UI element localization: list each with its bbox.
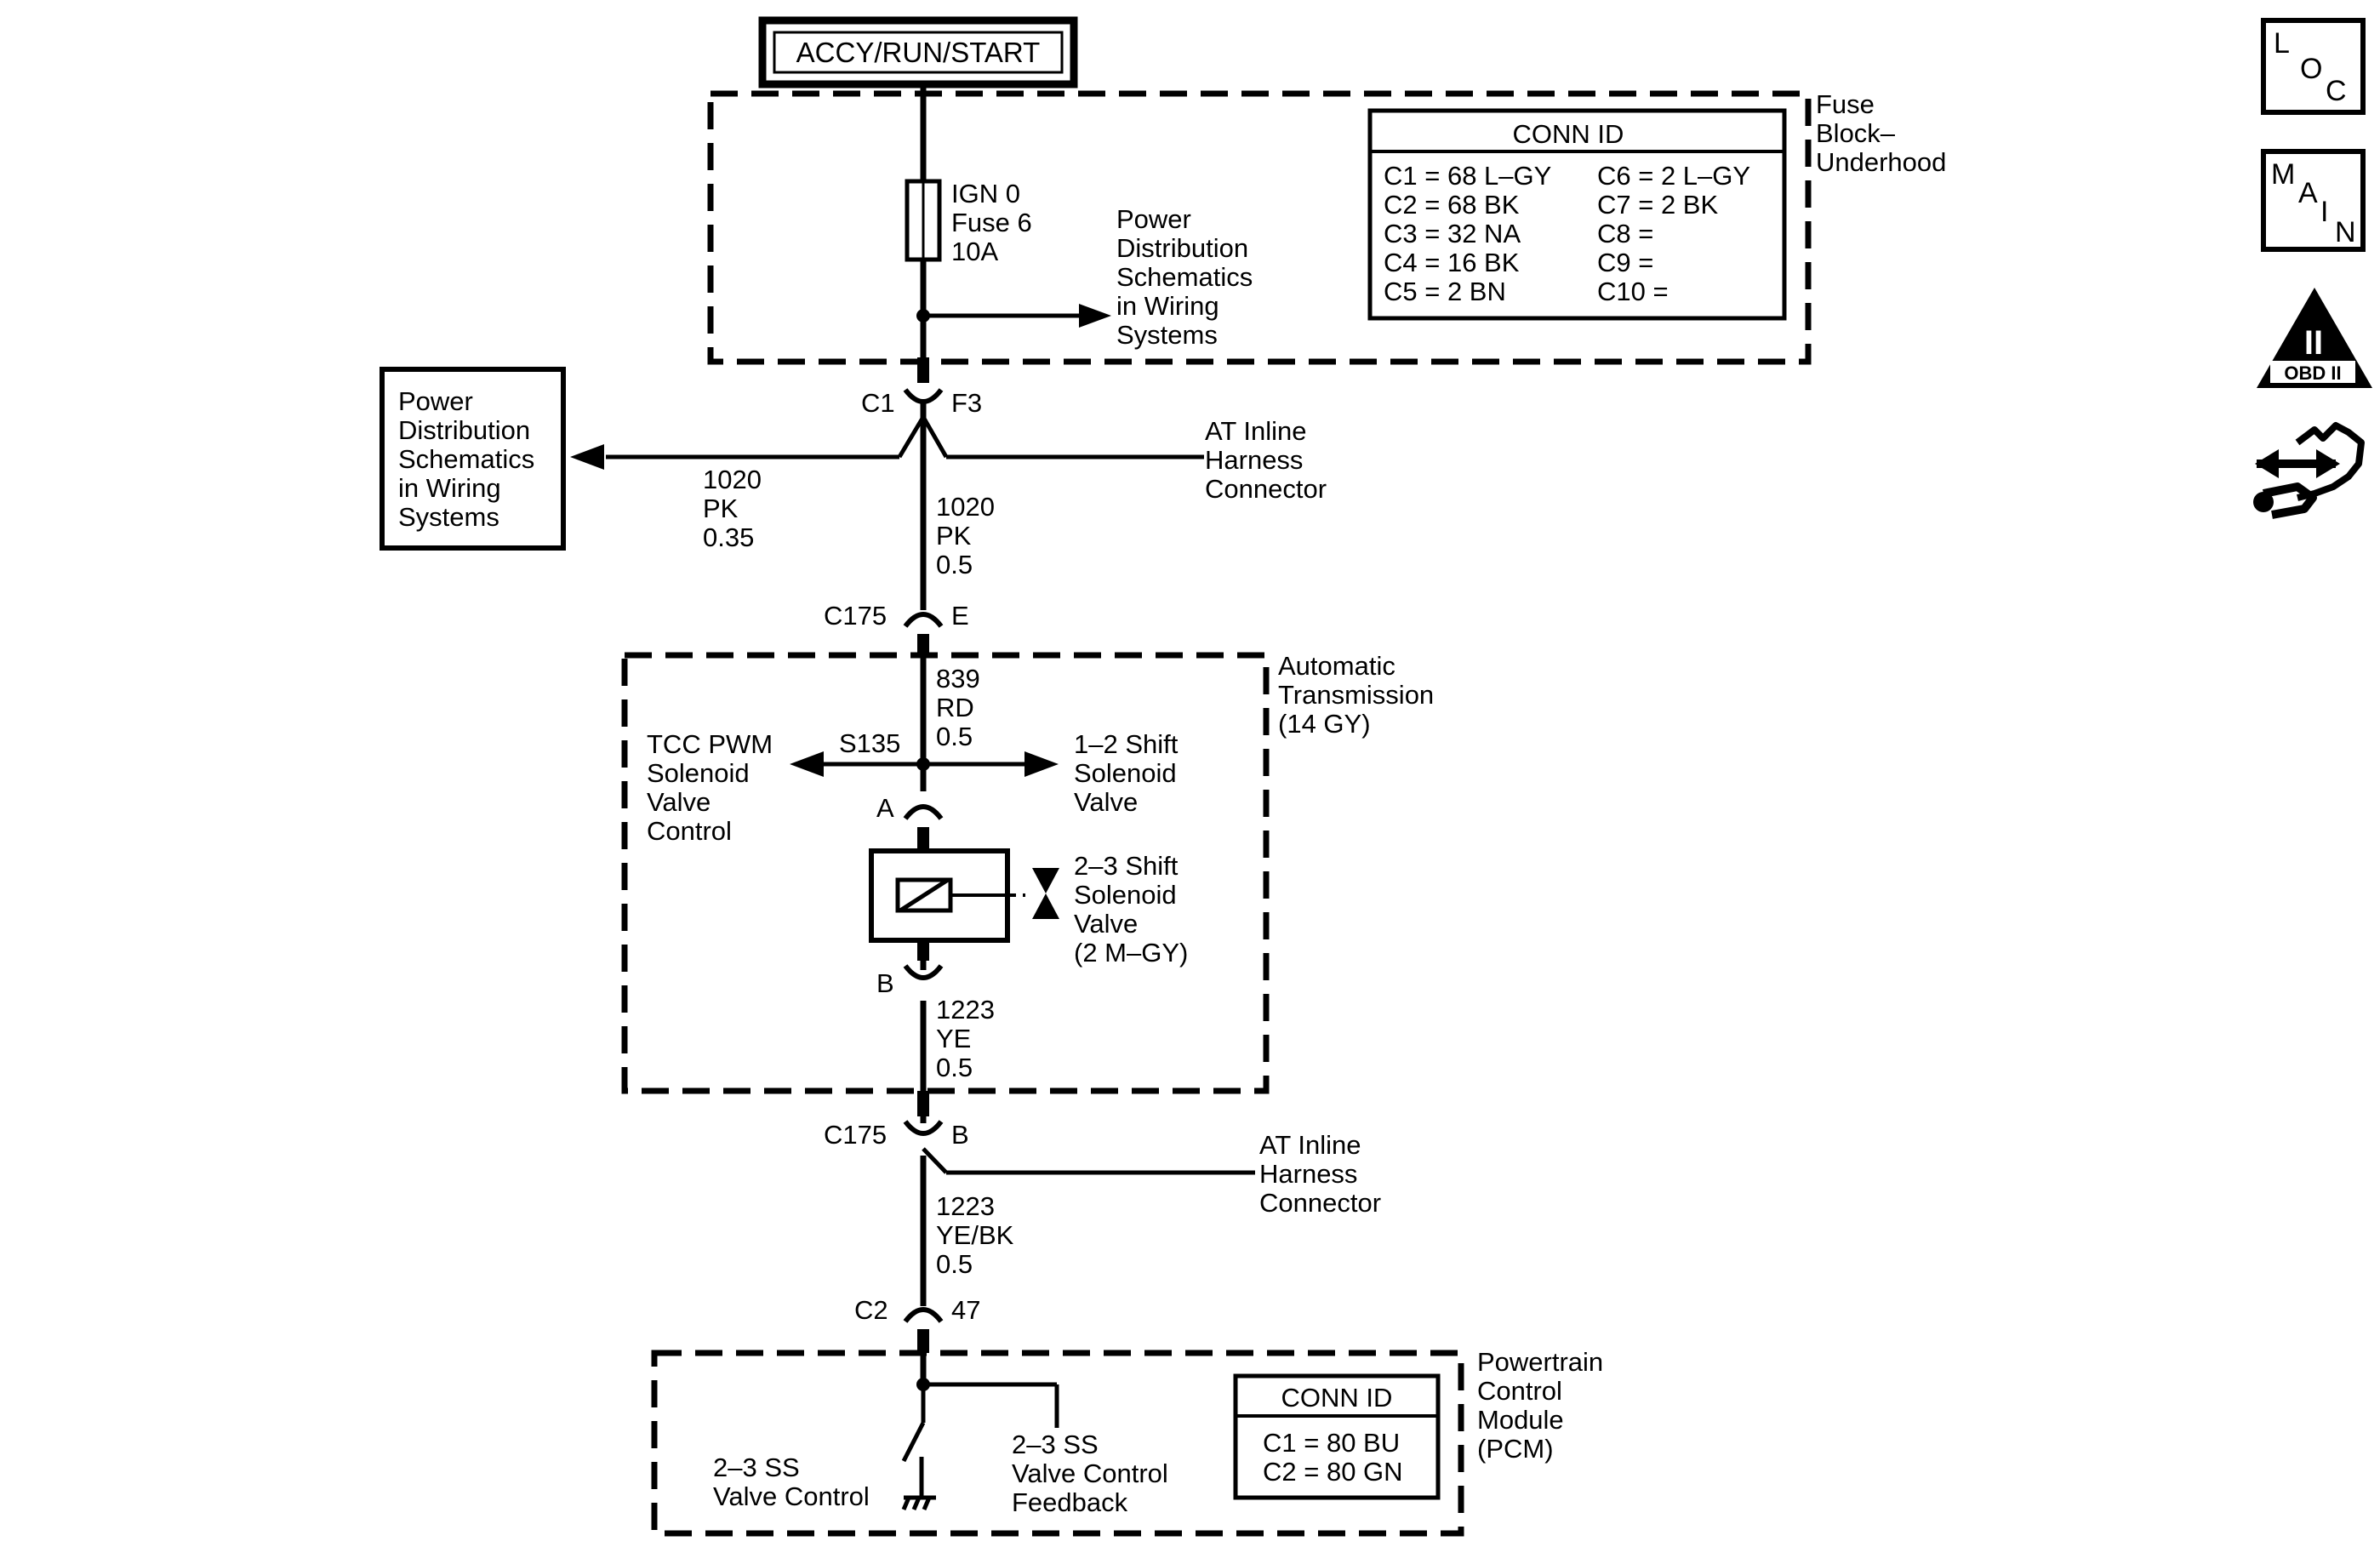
svg-text:C1 = 80 BU C2 = 80 GN: C1 = 80 BU C2 = 80 GN <box>1263 1428 1407 1487</box>
svg-text:O: O <box>2300 53 2322 85</box>
main-icon[interactable]: M A I N <box>2261 149 2366 252</box>
inline-harness-top-label: AT Inline Harness Connector <box>1205 416 1327 504</box>
svg-text:N: N <box>2335 216 2356 248</box>
pcm-conn-id-table: CONN ID C1 = 80 BU C2 = 80 GN <box>1233 1373 1441 1500</box>
svg-text:L: L <box>2274 27 2290 60</box>
e-label: E <box>951 601 969 631</box>
connector-c175-b <box>903 1091 1255 1175</box>
shift23-solenoid <box>869 848 1025 943</box>
power-source-box: ACCY/RUN/START <box>758 16 1078 88</box>
inline-harness-bottom-label: AT Inline Harness Connector <box>1259 1130 1381 1218</box>
pcm-internal-circuit <box>901 1378 1059 1496</box>
terminal-a-label: A <box>876 793 894 823</box>
shift23-label: 2–3 Shift Solenoid Valve (2 M–GY) <box>1074 851 1188 968</box>
pin-47-label: 47 <box>951 1295 980 1325</box>
c1-label: C1 <box>861 388 895 418</box>
fuse-block-conn-id-table: CONN ID C1 = 68 L–GY C2 = 68 BK C3 = 32 … <box>1367 108 1787 321</box>
wire-label-main-top: 1020 PK 0.5 <box>936 492 1002 579</box>
svg-text:II: II <box>2304 324 2323 362</box>
wire-label-left-branch: 1020 PK 0.35 <box>703 465 769 552</box>
svg-text:CONN ID: CONN ID <box>1281 1383 1393 1413</box>
fuse-block-ref-text: Power Distribution Schematics in Wiring … <box>1116 204 1260 350</box>
fuse-block-outline <box>707 90 1812 365</box>
left-power-distribution-ref-box: Power Distribution Schematics in Wiring … <box>380 367 566 551</box>
solenoid-terminal-a <box>903 804 944 851</box>
s135-label: S135 <box>839 728 900 758</box>
pcm-name: Powertrain Control Module (PCM) <box>1477 1347 1611 1464</box>
connector-c175-e <box>903 612 944 658</box>
tcc-arrow-left-icon <box>790 751 824 777</box>
c2-label: C2 <box>854 1295 888 1325</box>
conn-id-title: CONN ID <box>1513 119 1624 149</box>
valve-icon <box>1032 868 1059 919</box>
left-ref-arrow-icon <box>570 444 604 470</box>
pcm-outline <box>651 1350 1464 1537</box>
connector-icon[interactable] <box>2253 422 2365 519</box>
conn-id-left-column: C1 = 68 L–GY C2 = 68 BK C3 = 32 NA C4 = … <box>1384 161 1558 306</box>
connector-c2-47 <box>903 1307 944 1353</box>
obd-ii-icon[interactable]: II OBD II <box>2257 288 2372 388</box>
svg-text:M: M <box>2271 158 2295 191</box>
svg-text:I: I <box>2320 196 2328 228</box>
ref-arrow-right-icon <box>1079 304 1111 328</box>
transmission-name: Automatic Transmission (14 GY) <box>1278 651 1441 739</box>
transmission-outline <box>621 652 1270 1094</box>
shift12-arrow-right-icon <box>1024 751 1059 777</box>
connector-c1-f3 <box>903 357 944 425</box>
wire-label-pcm-in: 1223 YE/BK 0.5 <box>936 1191 1021 1279</box>
svg-text:OBD II: OBD II <box>2284 362 2341 384</box>
svg-text:C: C <box>2326 75 2347 107</box>
svg-text:A: A <box>2298 177 2318 209</box>
power-source-label: ACCY/RUN/START <box>796 37 1041 68</box>
terminal-b-label: B <box>876 968 894 998</box>
c175-bottom-label: C175 <box>824 1120 887 1150</box>
f3-label: F3 <box>951 388 982 418</box>
wire-label-trans-top: 839 RD 0.5 <box>936 664 987 751</box>
tcc-pwm-label: TCC PWM Solenoid Valve Control <box>647 729 780 846</box>
c1-branches <box>606 415 1204 459</box>
ground-icon <box>901 1495 936 1510</box>
conn-id-right-column: C6 = 2 L–GY C7 = 2 BK C8 = C9 = C10 = <box>1597 161 1757 306</box>
shift12-label: 1–2 Shift Solenoid Valve <box>1074 729 1185 817</box>
fuse-label: IGN 0 Fuse 6 10A <box>951 179 1039 266</box>
ss-feedback-label: 2–3 SS Valve Control Feedback <box>1012 1430 1175 1517</box>
ss-control-label: 2–3 SS Valve Control <box>713 1453 870 1511</box>
fuse-block-name: Fuse Block– Underhood <box>1816 89 1946 177</box>
b-label: B <box>951 1120 969 1150</box>
wire-label-trans-bottom: 1223 YE 0.5 <box>936 995 1002 1082</box>
solenoid-terminal-b <box>903 940 944 980</box>
c175-top-label: C175 <box>824 601 887 631</box>
svg-text:Power Distribution: Power Distribution Schematics in Wiring … <box>398 386 542 532</box>
loc-icon[interactable]: L O C <box>2261 18 2366 115</box>
